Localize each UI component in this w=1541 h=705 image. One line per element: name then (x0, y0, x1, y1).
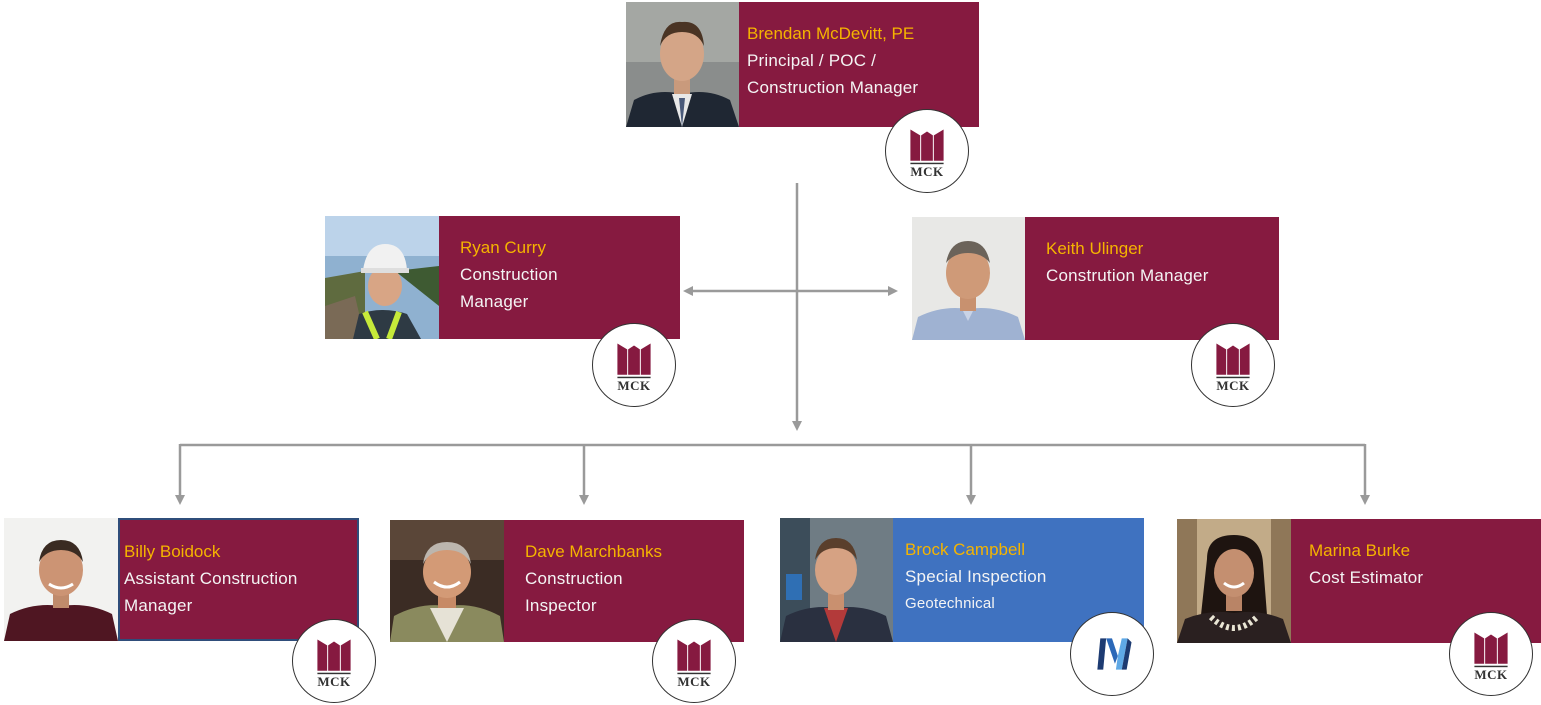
dave-name: Dave Marchbanks (525, 542, 663, 561)
mck-logo-icon: MCK (885, 109, 969, 193)
mck-logo-mark (1474, 632, 1508, 668)
billy-photo (4, 518, 118, 641)
ryan-role-2: Manager (460, 292, 529, 311)
mck-logo-icon: MCK (1191, 323, 1275, 407)
mck-logo-icon: MCK (1449, 612, 1533, 696)
brendan-card: Brendan McDevitt, PE Principal / POC / C… (739, 2, 979, 127)
mck-logo-text: MCK (1216, 378, 1250, 393)
mck-logo-mark (677, 639, 711, 675)
mck-logo-text: MCK (317, 674, 351, 689)
brendan-photo (626, 2, 739, 127)
ryan-photo (325, 216, 439, 339)
mck-logo-mark (317, 639, 351, 675)
mck-logo-icon: MCK (592, 323, 676, 407)
mck-logo-text: MCK (617, 378, 651, 393)
mck-logo-mark (910, 129, 944, 165)
dave-role-2: Inspector (525, 596, 597, 615)
keith-card: Keith Ulinger Constrution Manager (1025, 217, 1279, 340)
brock-role-2: Geotechnical (905, 595, 995, 612)
billy-role-1: Assistant Construction (124, 569, 298, 588)
mck-logo-icon: MCK (292, 619, 376, 703)
ryan-name: Ryan Curry (460, 238, 546, 257)
ryan-role-1: Construction (460, 265, 558, 284)
dave-role-1: Construction (525, 569, 623, 588)
billy-name: Billy Boidock (124, 542, 221, 561)
brock-name: Brock Campbell (905, 540, 1025, 559)
brendan-role-2: Construction Manager (747, 78, 919, 97)
mck-logo-text: MCK (1474, 667, 1508, 682)
brendan-name: Brendan McDevitt, PE (747, 24, 915, 43)
keith-role-1: Constrution Manager (1046, 266, 1209, 285)
dave-photo (390, 520, 504, 642)
marina-photo (1177, 519, 1291, 643)
brendan-role-1: Principal / POC / (747, 51, 877, 70)
mck-logo-text: MCK (677, 674, 711, 689)
geotech-firm-logo-icon (1070, 612, 1154, 696)
mck-logo-icon: MCK (652, 619, 736, 703)
ryan-card: Ryan Curry Construction Manager (439, 216, 680, 339)
mck-logo-text: MCK (910, 164, 944, 179)
billy-role-2: Manager (124, 596, 193, 615)
marina-name: Marina Burke (1309, 541, 1411, 560)
brock-role-1: Special Inspection (905, 567, 1047, 586)
keith-photo (912, 217, 1025, 340)
brock-photo (780, 518, 893, 642)
mck-logo-mark (617, 343, 651, 379)
keith-name: Keith Ulinger (1046, 239, 1144, 258)
marina-role-1: Cost Estimator (1309, 568, 1424, 587)
mck-logo-mark (1216, 343, 1250, 379)
